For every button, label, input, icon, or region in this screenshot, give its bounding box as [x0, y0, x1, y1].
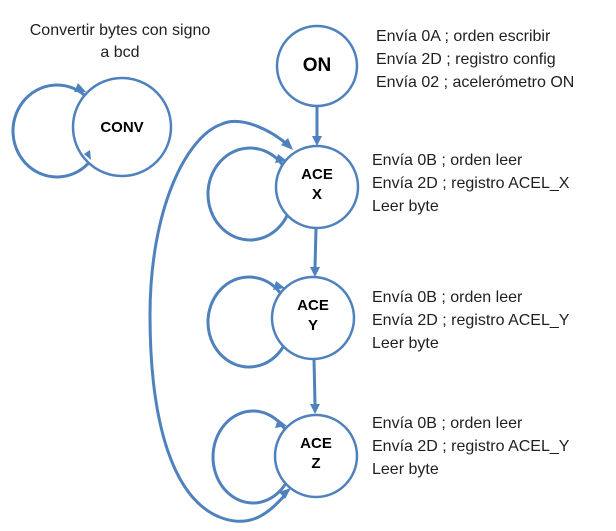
arrow-ace-y-to-ace-z — [312, 358, 317, 405]
annotation-ace-y-line2: Envía 2D ; registro ACEL_Y — [372, 312, 570, 329]
annotation-ace-y-line1: Envía 0B ; orden leer — [372, 289, 523, 306]
arrowhead-return-arc-into-ace-x — [281, 138, 293, 150]
annotation-ace-z-line3: Leer byte — [372, 461, 439, 478]
state-label-conv: CONV — [100, 119, 144, 136]
annotation-on-line3: Envía 02 ; acelerómetro ON — [376, 74, 575, 91]
state-circle-ace-z — [273, 413, 359, 499]
note-line-1: Convertir bytes con signo — [29, 22, 211, 39]
annotation-ace-x: Envía 0B ; orden leer Envía 2D ; registr… — [372, 149, 569, 218]
annotation-ace-x-line3: Leer byte — [372, 198, 439, 215]
annotation-ace-x-line2: Envía 2D ; registro ACEL_X — [372, 175, 570, 192]
state-label-on: ON — [302, 55, 332, 76]
annotation-ace-z: Envía 0B ; orden leer Envía 2D ; registr… — [372, 412, 569, 481]
return-arc-z-to-x — [148, 119, 289, 523]
annotation-ace-z-line1: Envía 0B ; orden leer — [372, 415, 523, 432]
annotation-on: Envía 0A ; orden escribir Envía 2D ; reg… — [376, 25, 574, 94]
arrowhead-ace-y-loop — [273, 281, 285, 290]
arrowhead-conv-loop-top — [74, 83, 86, 92]
state-circle-conv — [71, 76, 173, 178]
state-label-ace-y-line2: Y — [307, 317, 318, 334]
state-label-ace-x-line1: ACE — [301, 166, 333, 183]
arrowhead-ace-x-to-ace-y — [310, 267, 320, 277]
arrowhead-ace-y-to-ace-z — [310, 404, 320, 414]
state-label-ace-z: ACE Z — [266, 434, 366, 474]
state-label-ace-z-line2: Z — [311, 455, 321, 472]
arrowhead-on-to-ace-x — [312, 136, 322, 146]
arrowhead-ace-z-loop — [275, 419, 287, 428]
state-label-ace-x: ACE X — [267, 165, 367, 205]
state-label-ace-y-line1: ACE — [297, 297, 329, 314]
annotation-ace-z-line2: Envía 2D ; registro ACEL_Y — [372, 438, 570, 455]
state-circle-ace-y — [270, 275, 356, 361]
state-label-ace-z-line1: ACE — [300, 435, 332, 452]
annotation-ace-y-line3: Leer byte — [372, 335, 439, 352]
annotation-on-line1: Envía 0A ; orden escribir — [376, 28, 551, 45]
state-label-ace-x-line2: X — [311, 186, 322, 203]
note-line-2: a bcd — [100, 44, 140, 61]
state-circle-on — [275, 24, 359, 108]
arrow-ace-x-to-ace-y — [313, 227, 318, 269]
annotation-on-line2: Envía 2D ; registro config — [376, 51, 556, 68]
arrowhead-return-arc-into-ace-z — [279, 488, 291, 499]
annotation-ace-x-line1: Envía 0B ; orden leer — [372, 152, 523, 169]
arrowhead-conv-loop-bottom — [84, 150, 91, 160]
note-convert-bcd: Convertir bytes con signo a bcd — [8, 20, 232, 64]
arrowhead-ace-x-loop — [275, 154, 287, 163]
state-label-ace-y: ACE Y — [263, 296, 363, 336]
annotation-ace-y: Envía 0B ; orden leer Envía 2D ; registr… — [372, 286, 569, 355]
